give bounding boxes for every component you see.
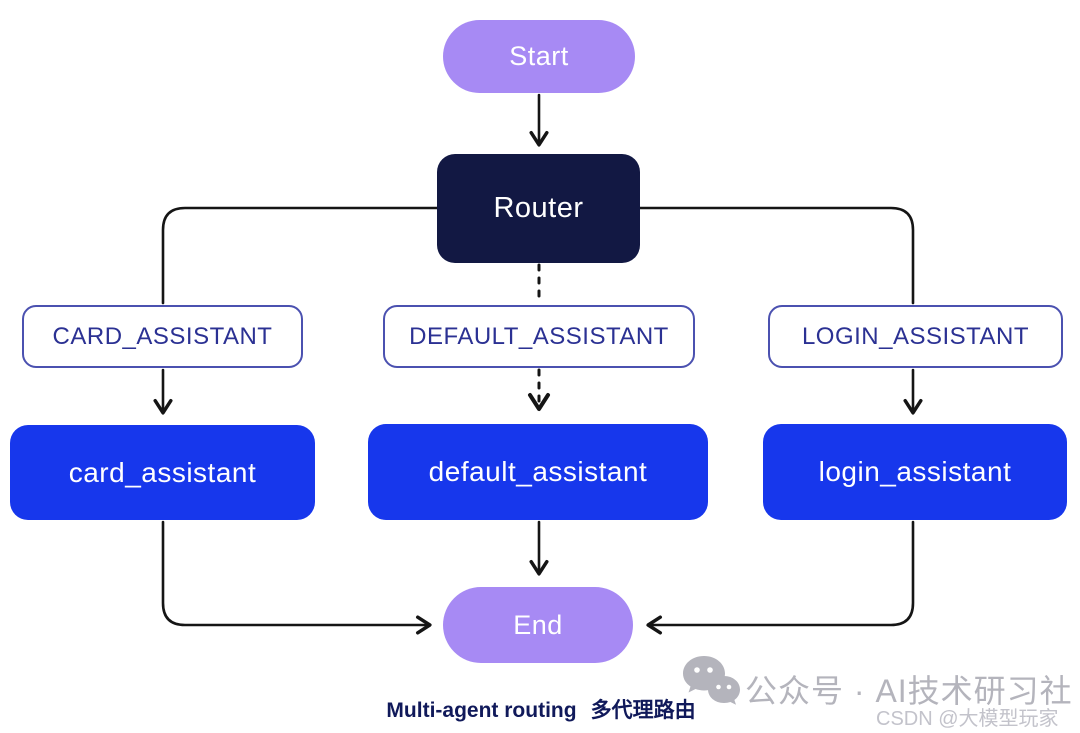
node-login-assistant-agent: login_assistant	[763, 424, 1067, 520]
caption-zh: 多代理路由	[590, 699, 696, 722]
watermark-csdn-text: CSDN @大模型玩家	[876, 708, 1059, 730]
node-login-assistant-route: LOGIN_ASSISTANT	[768, 305, 1063, 368]
edge-card-agent-end	[161, 520, 432, 635]
node-default-assistant-route: DEFAULT_ASSISTANT	[383, 305, 695, 368]
wechat-icon	[683, 656, 740, 705]
node-router: Router	[437, 154, 640, 263]
caption-en: Multi-agent routing	[386, 699, 577, 722]
node-card-assistant-route: CARD_ASSISTANT	[22, 305, 303, 368]
node-default-assistant-agent: default_assistant	[368, 424, 708, 520]
watermark-wechat-text: 公众号 · AI技术研习社	[745, 673, 1073, 709]
node-start: Start	[443, 20, 635, 93]
node-card-assistant-agent: card_assistant	[10, 425, 315, 520]
edge-router-card-route	[161, 206, 439, 305]
edge-router-login-route	[638, 206, 915, 305]
diagram-caption: Multi-agent routing 多代理路由	[386, 694, 695, 724]
node-end: End	[443, 587, 633, 663]
edge-login-agent-end	[646, 520, 915, 635]
